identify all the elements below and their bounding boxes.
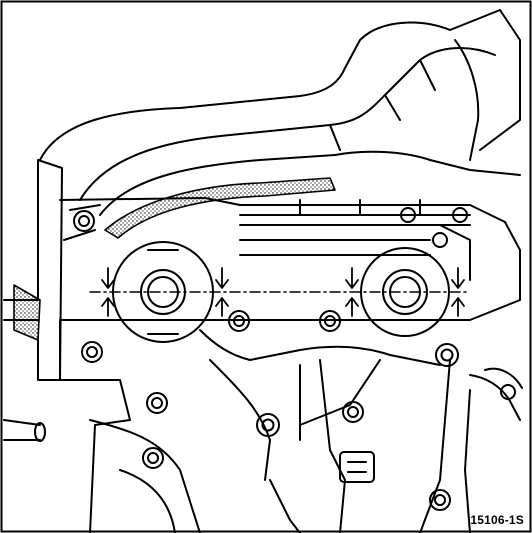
bolt — [81, 341, 103, 363]
gasket-strip — [104, 177, 336, 239]
bolt — [435, 343, 459, 367]
bolt — [342, 401, 364, 423]
bolt — [256, 413, 280, 437]
bolt — [73, 210, 95, 232]
intake-duct — [39, 9, 521, 216]
bolt — [142, 447, 164, 469]
bolt — [432, 232, 448, 248]
right-harness — [464, 367, 523, 533]
alignment-arrows — [101, 267, 465, 317]
cylinder-head — [59, 197, 521, 321]
bolt — [429, 489, 451, 511]
bolt — [228, 310, 250, 332]
left-pipe — [3, 419, 46, 442]
bolts — [73, 207, 468, 511]
bolt — [146, 392, 168, 414]
bolt — [319, 310, 341, 332]
figure-reference-code: 15106-1S — [470, 513, 524, 527]
sensor-connector — [339, 451, 375, 483]
bolt — [452, 207, 468, 223]
bolt — [400, 207, 416, 223]
timing-cover — [59, 319, 451, 533]
